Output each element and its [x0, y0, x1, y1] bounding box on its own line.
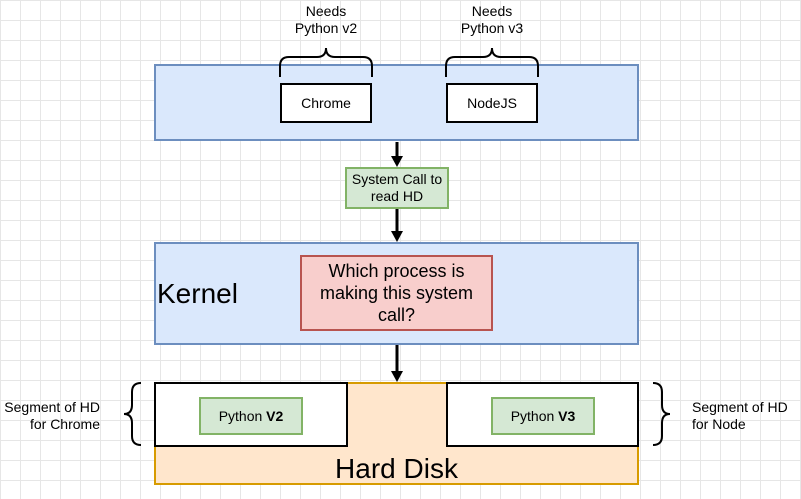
chrome-process-label: Chrome: [301, 95, 351, 111]
node-segment-side-line-1: Segment of HD: [692, 399, 788, 415]
kernel-to-disk-arrow-head: [391, 371, 403, 382]
python-v2-version: V2: [266, 407, 284, 424]
node-segment-side-line-2: for Node: [692, 416, 746, 432]
chrome-needs-line-2: Python v2: [294, 20, 358, 36]
kernel-label: Kernel: [157, 278, 238, 309]
python-v2-label: Python V2: [219, 408, 284, 425]
chrome-segment-side-line-1: Segment of HD: [4, 399, 100, 415]
python-v3-version: V3: [558, 407, 576, 424]
chrome-needs-line-1: Needs: [305, 3, 347, 19]
node-process-label: NodeJS: [467, 95, 517, 111]
chrome-process-box: Chrome: [280, 83, 372, 123]
python-v3-box: Python V3: [491, 397, 595, 435]
chrome-segment-brace: [123, 382, 142, 446]
chrome-needs-label: Needs Python v2: [276, 3, 376, 37]
python-v2-prefix: Python: [218, 407, 267, 424]
chrome-segment-side-line-2: for Chrome: [29, 416, 100, 432]
node-process-box: NodeJS: [446, 83, 538, 123]
node-needs-line-2: Python v3: [460, 20, 524, 36]
node-needs-line-1: Needs: [471, 3, 513, 19]
syscall-to-kernel-arrow-head: [391, 231, 403, 242]
process-question-box: Which process is making this system call…: [300, 255, 493, 331]
python-v3-label: Python V3: [511, 408, 576, 425]
python-v2-box: Python V2: [199, 397, 303, 435]
node-needs-label: Needs Python v3: [442, 3, 542, 37]
python-v3-prefix: Python: [510, 407, 559, 424]
hard-disk-label: Hard Disk: [335, 453, 458, 484]
chrome-disk-segment: Python V2: [154, 382, 348, 447]
chrome-segment-side-label: Segment of HD for Chrome: [0, 399, 100, 433]
node-segment-brace: [652, 382, 671, 446]
process-to-syscall-arrow-head: [391, 156, 403, 167]
process-lane: [154, 64, 639, 141]
process-question-text: Which process is making this system call…: [319, 261, 474, 325]
node-segment-side-label: Segment of HD for Node: [692, 399, 801, 433]
system-call-box: System Call to read HD: [345, 167, 449, 209]
system-call-line-1: System Call to: [351, 171, 443, 187]
system-call-line-2: read HD: [370, 188, 424, 204]
node-disk-segment: Python V3: [446, 382, 639, 447]
